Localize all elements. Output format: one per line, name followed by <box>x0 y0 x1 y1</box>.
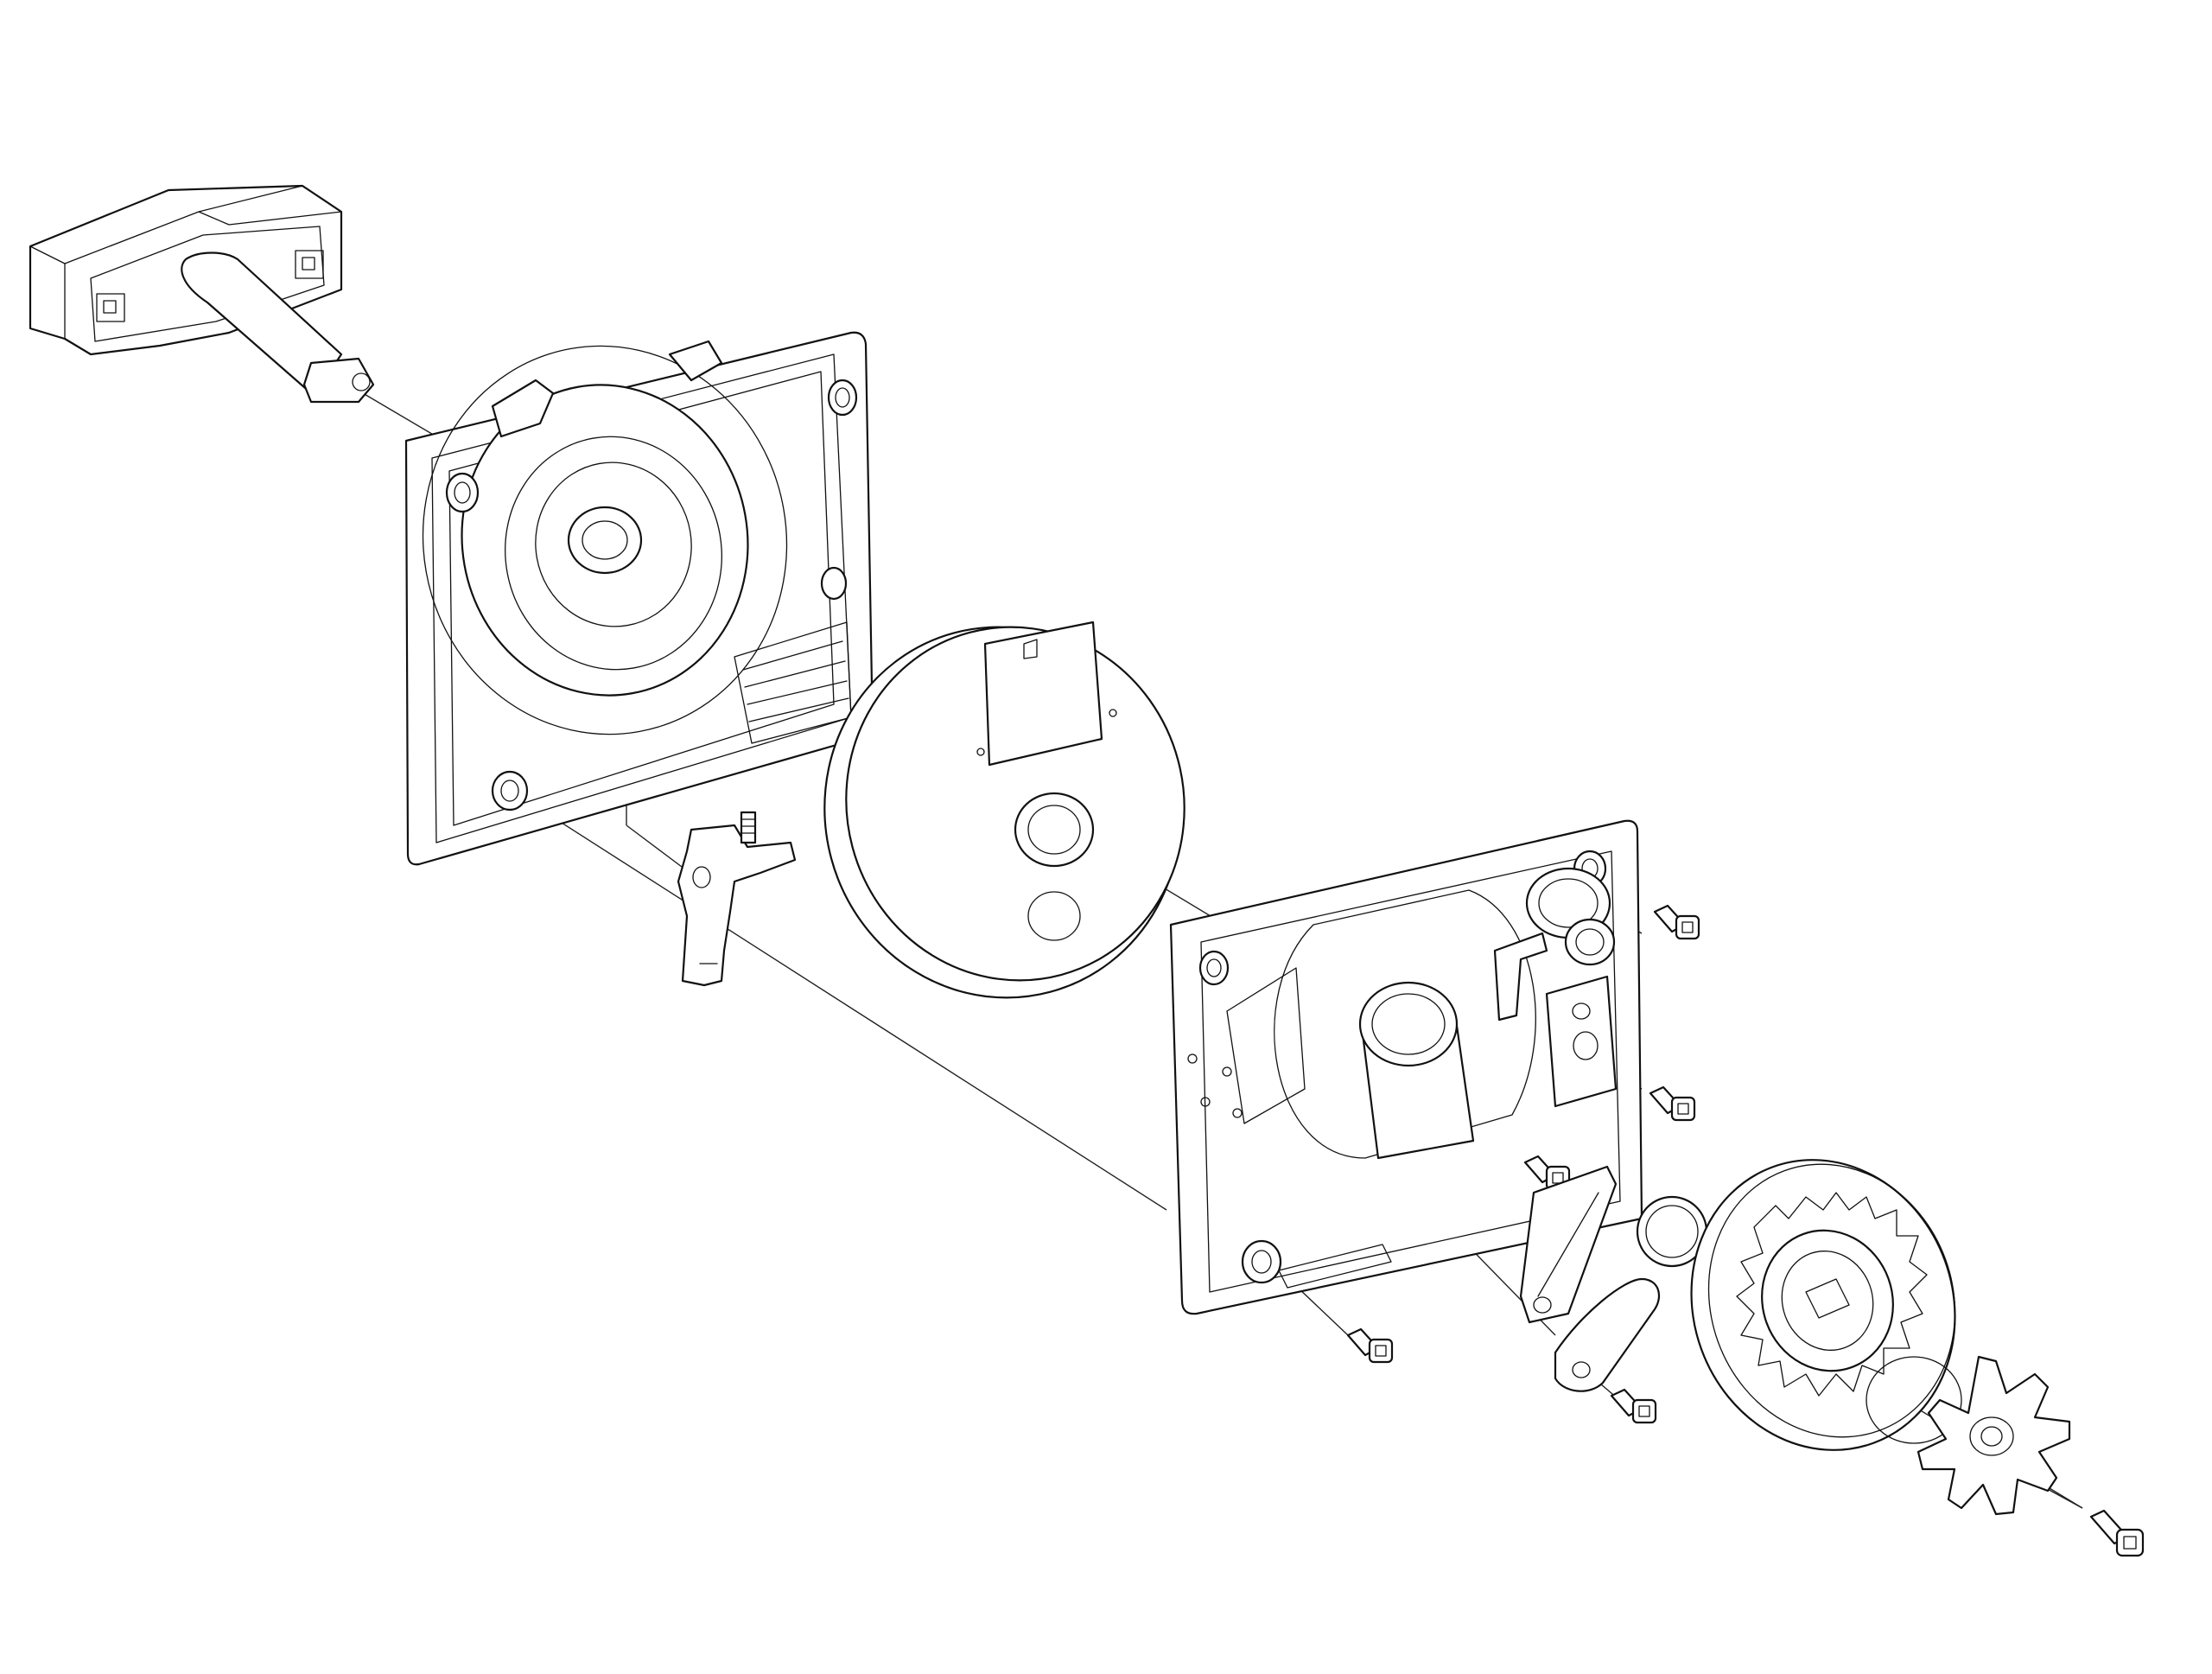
front-plate-boss-top-left <box>445 472 480 513</box>
rear-plate-boss-bottom-hole <box>1251 1250 1272 1274</box>
handle-shaft-nut <box>302 357 375 404</box>
cam-disc-keyed-hole <box>1014 792 1095 868</box>
rear-plate-cavity <box>1274 889 1536 1159</box>
mounting-screw-4 <box>1346 1327 1394 1364</box>
handle-screw-left-hex <box>103 300 117 314</box>
front-housing-plate <box>404 331 874 866</box>
link-bracket-hole <box>1533 1296 1552 1314</box>
cam-disc-notch-key <box>1023 639 1038 659</box>
mounting-screw-2 <box>1649 1085 1696 1122</box>
rear-plate-detent-hole <box>1573 1031 1599 1060</box>
rear-plate-sleeve-top <box>1358 981 1459 1067</box>
mounting-screw-5 <box>1610 1388 1657 1424</box>
pawl-lever-pivot-hole <box>692 866 711 888</box>
cam-disc-keyed-bore <box>1027 805 1081 855</box>
star-wheel-hub <box>1969 1416 2014 1456</box>
retaining-ring-inner <box>1645 1205 1699 1258</box>
rear-plate-bottom-ledge <box>1278 1244 1392 1289</box>
set-screw <box>740 811 757 844</box>
front-plate-boss-top-right-hole <box>835 387 850 408</box>
front-plate-inner-rim-2 <box>448 371 835 826</box>
handle-screw-right-icon <box>295 250 324 279</box>
front-plate-drum-outer <box>422 345 788 735</box>
rear-plate-pin-4 <box>1232 1108 1243 1118</box>
front-plate-boss-bottom-hole <box>500 780 519 802</box>
front-plate-hub-bore <box>582 520 628 560</box>
front-plate-drum-ring-2 <box>535 461 692 627</box>
link-plate-hole <box>1572 1361 1591 1378</box>
cam-disc <box>823 621 1185 999</box>
cam-disc-pin-right <box>1109 709 1117 717</box>
front-plate-rib-2 <box>744 660 846 688</box>
ratchet-gear-square-bore <box>1805 1278 1850 1319</box>
rear-plate-boss-top-left-hole <box>1206 958 1222 977</box>
front-plate-top-tab-left <box>491 379 555 438</box>
cam-disc-notch <box>983 621 1103 767</box>
axis-line-lower <box>518 794 1167 1211</box>
handle-face-recess <box>90 226 325 342</box>
cam-disc-pin-left <box>976 748 985 756</box>
ratchet-gear <box>1690 1159 1956 1451</box>
link-bracket <box>1519 1165 1661 1392</box>
rear-plate-spring-roller <box>1564 918 1616 966</box>
rear-plate-pin-2 <box>1200 1097 1211 1107</box>
handle-screw-right-hex <box>302 257 315 271</box>
front-plate-drum-ring <box>505 436 722 671</box>
front-plate-boss-top-left-hole <box>454 481 471 504</box>
front-plate-boss-bottom <box>491 770 529 812</box>
mounting-screw-1 <box>1653 904 1700 940</box>
rear-plate-left-wall <box>1226 967 1306 1124</box>
mounting-screws <box>1346 904 2145 1557</box>
star-wheel-bore <box>1980 1426 2003 1447</box>
rear-plate-detent-block <box>1545 975 1618 1108</box>
star-wheel <box>1866 1355 2071 1516</box>
ratchet-gear-teeth <box>1736 1192 1928 1397</box>
rear-plate-boss-bottom <box>1241 1239 1282 1284</box>
rear-plate-latch <box>1493 932 1548 1022</box>
handle <box>29 184 375 404</box>
front-plate-boss-top-right <box>827 379 858 417</box>
rear-plate-inner-rim <box>1200 850 1621 1293</box>
pawl-lever <box>677 811 797 987</box>
rear-plate-spring-roller-hub <box>1575 928 1605 956</box>
front-plate-rib-1 <box>742 640 843 671</box>
link-plate <box>1554 1277 1661 1392</box>
handle-grip-top-face <box>198 211 342 226</box>
ratchet-gear-hub-ring <box>1781 1251 1874 1351</box>
link-bracket-fold <box>1537 1192 1599 1297</box>
ratchet-gear-rim-face <box>1707 1163 1956 1438</box>
front-plate-rib-3 <box>747 680 848 705</box>
rear-plate-spring-coil-inner <box>1538 878 1599 928</box>
rear-plate-detent-hole-small <box>1572 1002 1591 1020</box>
star-wheel-washer <box>1866 1356 1962 1444</box>
handle-shaft-bore <box>352 372 371 391</box>
handle-screw-left-icon <box>96 293 125 322</box>
pawl-lever-body <box>677 824 797 987</box>
rear-plate-pin-1 <box>1187 1053 1198 1064</box>
ratchet-gear-hub <box>1761 1229 1894 1372</box>
rear-plate-sleeve-bore <box>1371 993 1446 1055</box>
star-wheel-body <box>1916 1355 2071 1516</box>
mounting-screw-6 <box>2089 1509 2145 1557</box>
cam-disc-lower-hole <box>1027 891 1081 941</box>
front-plate-rib-4 <box>748 697 849 722</box>
front-plate-top-tab-right <box>668 340 723 382</box>
front-plate-boss-mid-right <box>820 566 848 601</box>
front-plate-hub <box>567 506 643 575</box>
rear-housing-plate <box>1169 819 1643 1315</box>
rear-plate-pin-3 <box>1222 1066 1232 1077</box>
rear-plate-boss-top-left <box>1198 950 1230 986</box>
